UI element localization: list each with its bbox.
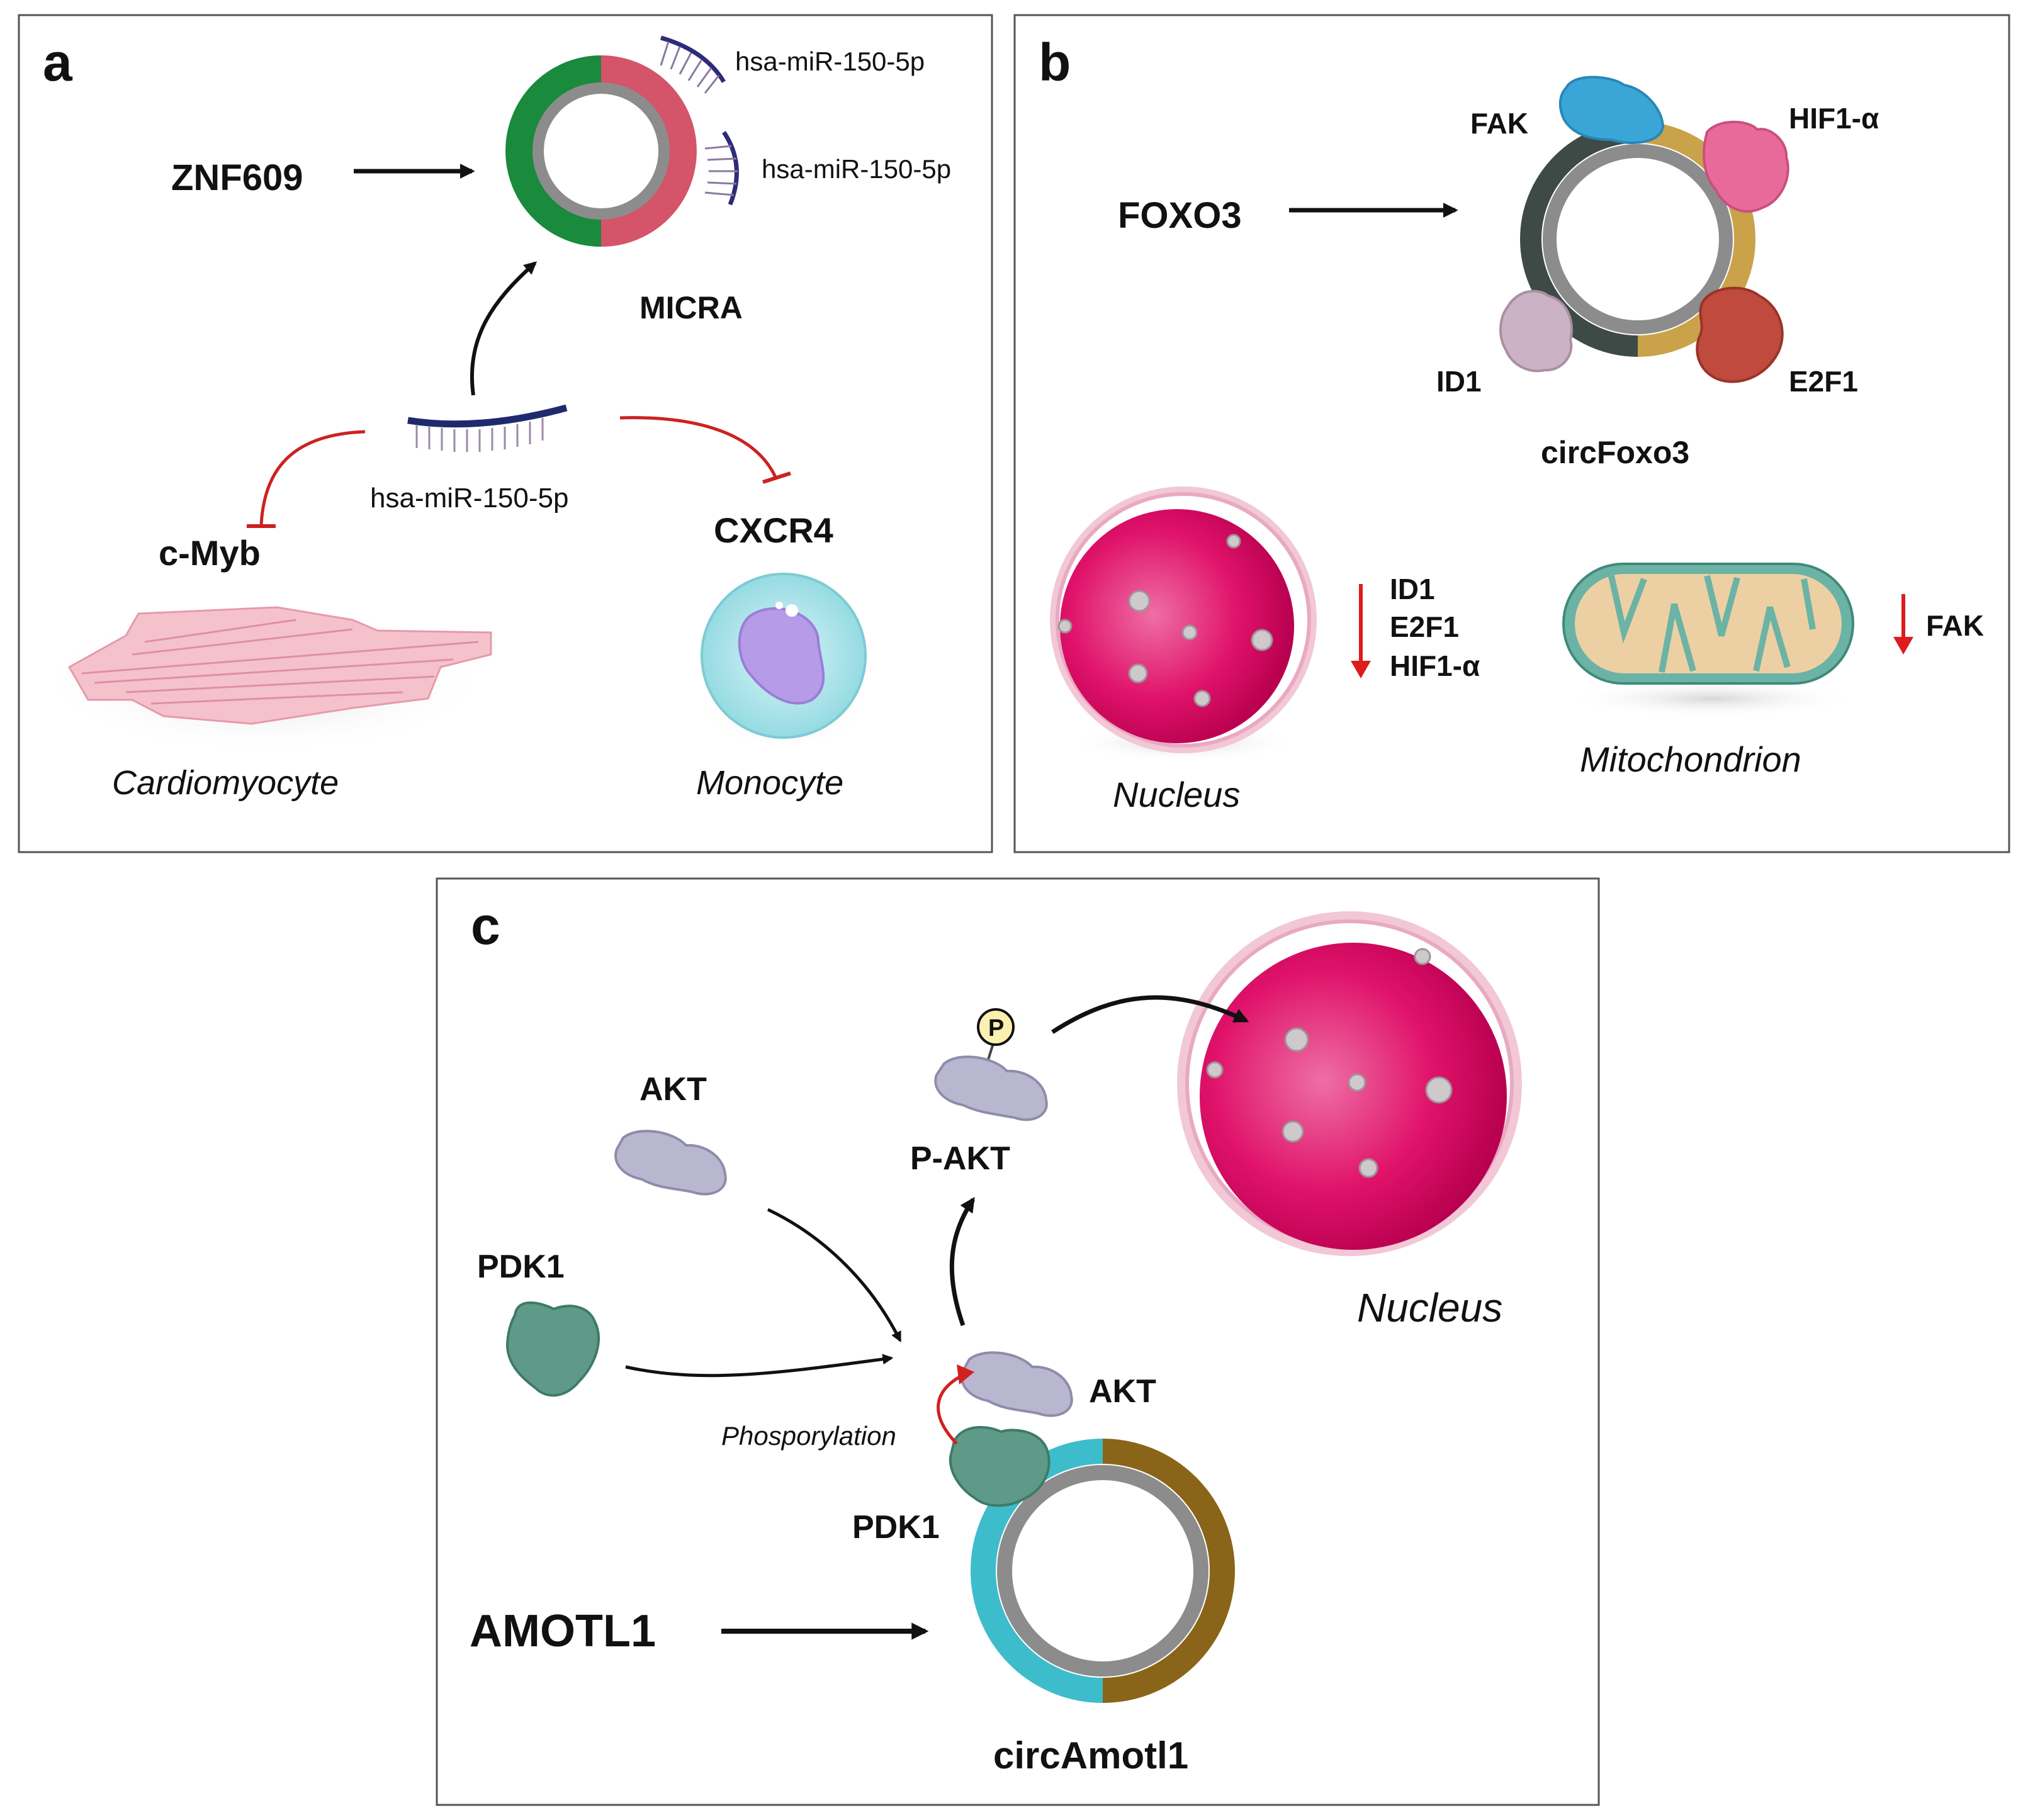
e2f1-label: E2F1 xyxy=(1789,365,1858,398)
nucleus-list-e2f1: E2F1 xyxy=(1390,610,1459,643)
pdk1-bound-protein xyxy=(949,1425,1051,1507)
phosphorylation-label: Phosporylation xyxy=(721,1421,896,1451)
circfoxo3-gold-segment xyxy=(1637,121,1755,357)
phosphate-symbol: P xyxy=(988,1015,1004,1042)
akt-to-complex-arrow xyxy=(767,1208,902,1343)
mirna-label-free: hsa-miR-150-5p xyxy=(370,483,568,514)
free-mirna xyxy=(407,404,568,452)
inhibit-cxcr4 xyxy=(619,416,777,478)
id1-protein xyxy=(1499,289,1573,373)
circfoxo3-dark-segment xyxy=(1520,121,1638,357)
mito-list-fak: FAK xyxy=(1926,609,1984,642)
nucleus-list-hif: HIF1-α xyxy=(1390,649,1480,682)
cxcr4-label: CXCR4 xyxy=(714,510,833,550)
akt-free-label: AKT xyxy=(639,1071,707,1108)
cardiomyocyte-illustration xyxy=(38,604,492,755)
cardiomyocyte-label: Cardiomyocyte xyxy=(112,764,339,802)
micra-circle xyxy=(505,55,697,247)
mirna-label-top: hsa-miR-150-5p xyxy=(735,47,925,76)
hif-protein xyxy=(1703,120,1789,213)
akt-bound-label: AKT xyxy=(1089,1373,1156,1410)
panel-b: b FOXO3 FAK HIF1-α ID1 E2F1 circFoxo3 xyxy=(1013,14,2010,853)
bound-mirna-top xyxy=(660,35,726,94)
nucleus-c-label: Nucleus xyxy=(1357,1285,1502,1330)
pdk1-free-label: PDK1 xyxy=(477,1249,565,1285)
micra-gray-ring xyxy=(532,82,670,220)
circamotl1-brown-segment xyxy=(1102,1439,1235,1703)
akt-free-protein xyxy=(614,1130,727,1196)
mitochondrion-illustration xyxy=(1562,563,1857,717)
nucleus-down-arrowhead xyxy=(1351,661,1371,678)
pdk1-bound-label: PDK1 xyxy=(852,1509,940,1546)
circfoxo3-circle xyxy=(1520,121,1755,357)
phosphorylation-arrow xyxy=(937,1373,966,1445)
mirna-label-mid: hsa-miR-150-5p xyxy=(762,154,951,184)
nucleus-b-label: Nucleus xyxy=(1113,775,1240,814)
akt-bound-protein xyxy=(960,1351,1073,1417)
panel-a: a ZNF609 hsa-miR-150-5p xyxy=(18,14,993,853)
bound-mirna-mid xyxy=(704,131,739,206)
circfoxo3-gray-ring xyxy=(1543,144,1733,334)
amotl1-label: AMOTL1 xyxy=(470,1606,656,1656)
micra-label: MICRA xyxy=(639,290,743,325)
phosphate-badge xyxy=(977,1008,1015,1046)
fak-protein xyxy=(1558,76,1665,144)
circfoxo3-label: circFoxo3 xyxy=(1541,435,1689,470)
p-akt-protein xyxy=(934,1039,1048,1121)
mito-down-arrowhead xyxy=(1893,637,1913,654)
fak-label: FAK xyxy=(1470,107,1528,140)
panel-c-letter: c xyxy=(471,896,500,955)
hif-label: HIF1-α xyxy=(1789,102,1879,135)
inhibit-cmyb xyxy=(259,430,366,525)
mirna-to-micra-arrow xyxy=(470,261,538,396)
e2f1-protein xyxy=(1696,286,1784,383)
circamotl1-gray-ring xyxy=(997,1465,1208,1677)
circamotl1-label: circAmotl1 xyxy=(993,1734,1188,1777)
micra-green-segment xyxy=(505,55,602,247)
panel-c: c Nucleus P P-AKT AKT PDK1 xyxy=(436,877,1600,1806)
nucleus-list-id1: ID1 xyxy=(1390,573,1435,605)
mitochondrion-label: Mitochondrion xyxy=(1580,739,1801,779)
monocyte-illustration xyxy=(701,573,867,749)
cmyb-label: c-Myb xyxy=(159,533,261,573)
pdk1-to-complex-arrow xyxy=(625,1354,894,1378)
id1-label: ID1 xyxy=(1436,365,1482,398)
p-akt-to-nucleus-arrow xyxy=(1051,995,1249,1034)
foxo3-label: FOXO3 xyxy=(1118,195,1242,236)
nucleus-b-illustration xyxy=(1050,486,1317,761)
complex-to-p-akt-arrow xyxy=(949,1197,975,1327)
znf609-label: ZNF609 xyxy=(171,157,303,198)
p-akt-label: P-AKT xyxy=(910,1140,1010,1177)
micra-red-segment xyxy=(600,55,697,247)
phosphorylation-arrowhead xyxy=(957,1364,974,1385)
panel-b-letter: b xyxy=(1039,33,1071,92)
panel-a-letter: a xyxy=(43,33,73,92)
nucleus-c-illustration xyxy=(1177,911,1522,1256)
inhibit-cxcr4-bar xyxy=(762,471,791,484)
monocyte-label: Monocyte xyxy=(696,764,843,802)
pdk1-free-protein xyxy=(505,1301,600,1397)
